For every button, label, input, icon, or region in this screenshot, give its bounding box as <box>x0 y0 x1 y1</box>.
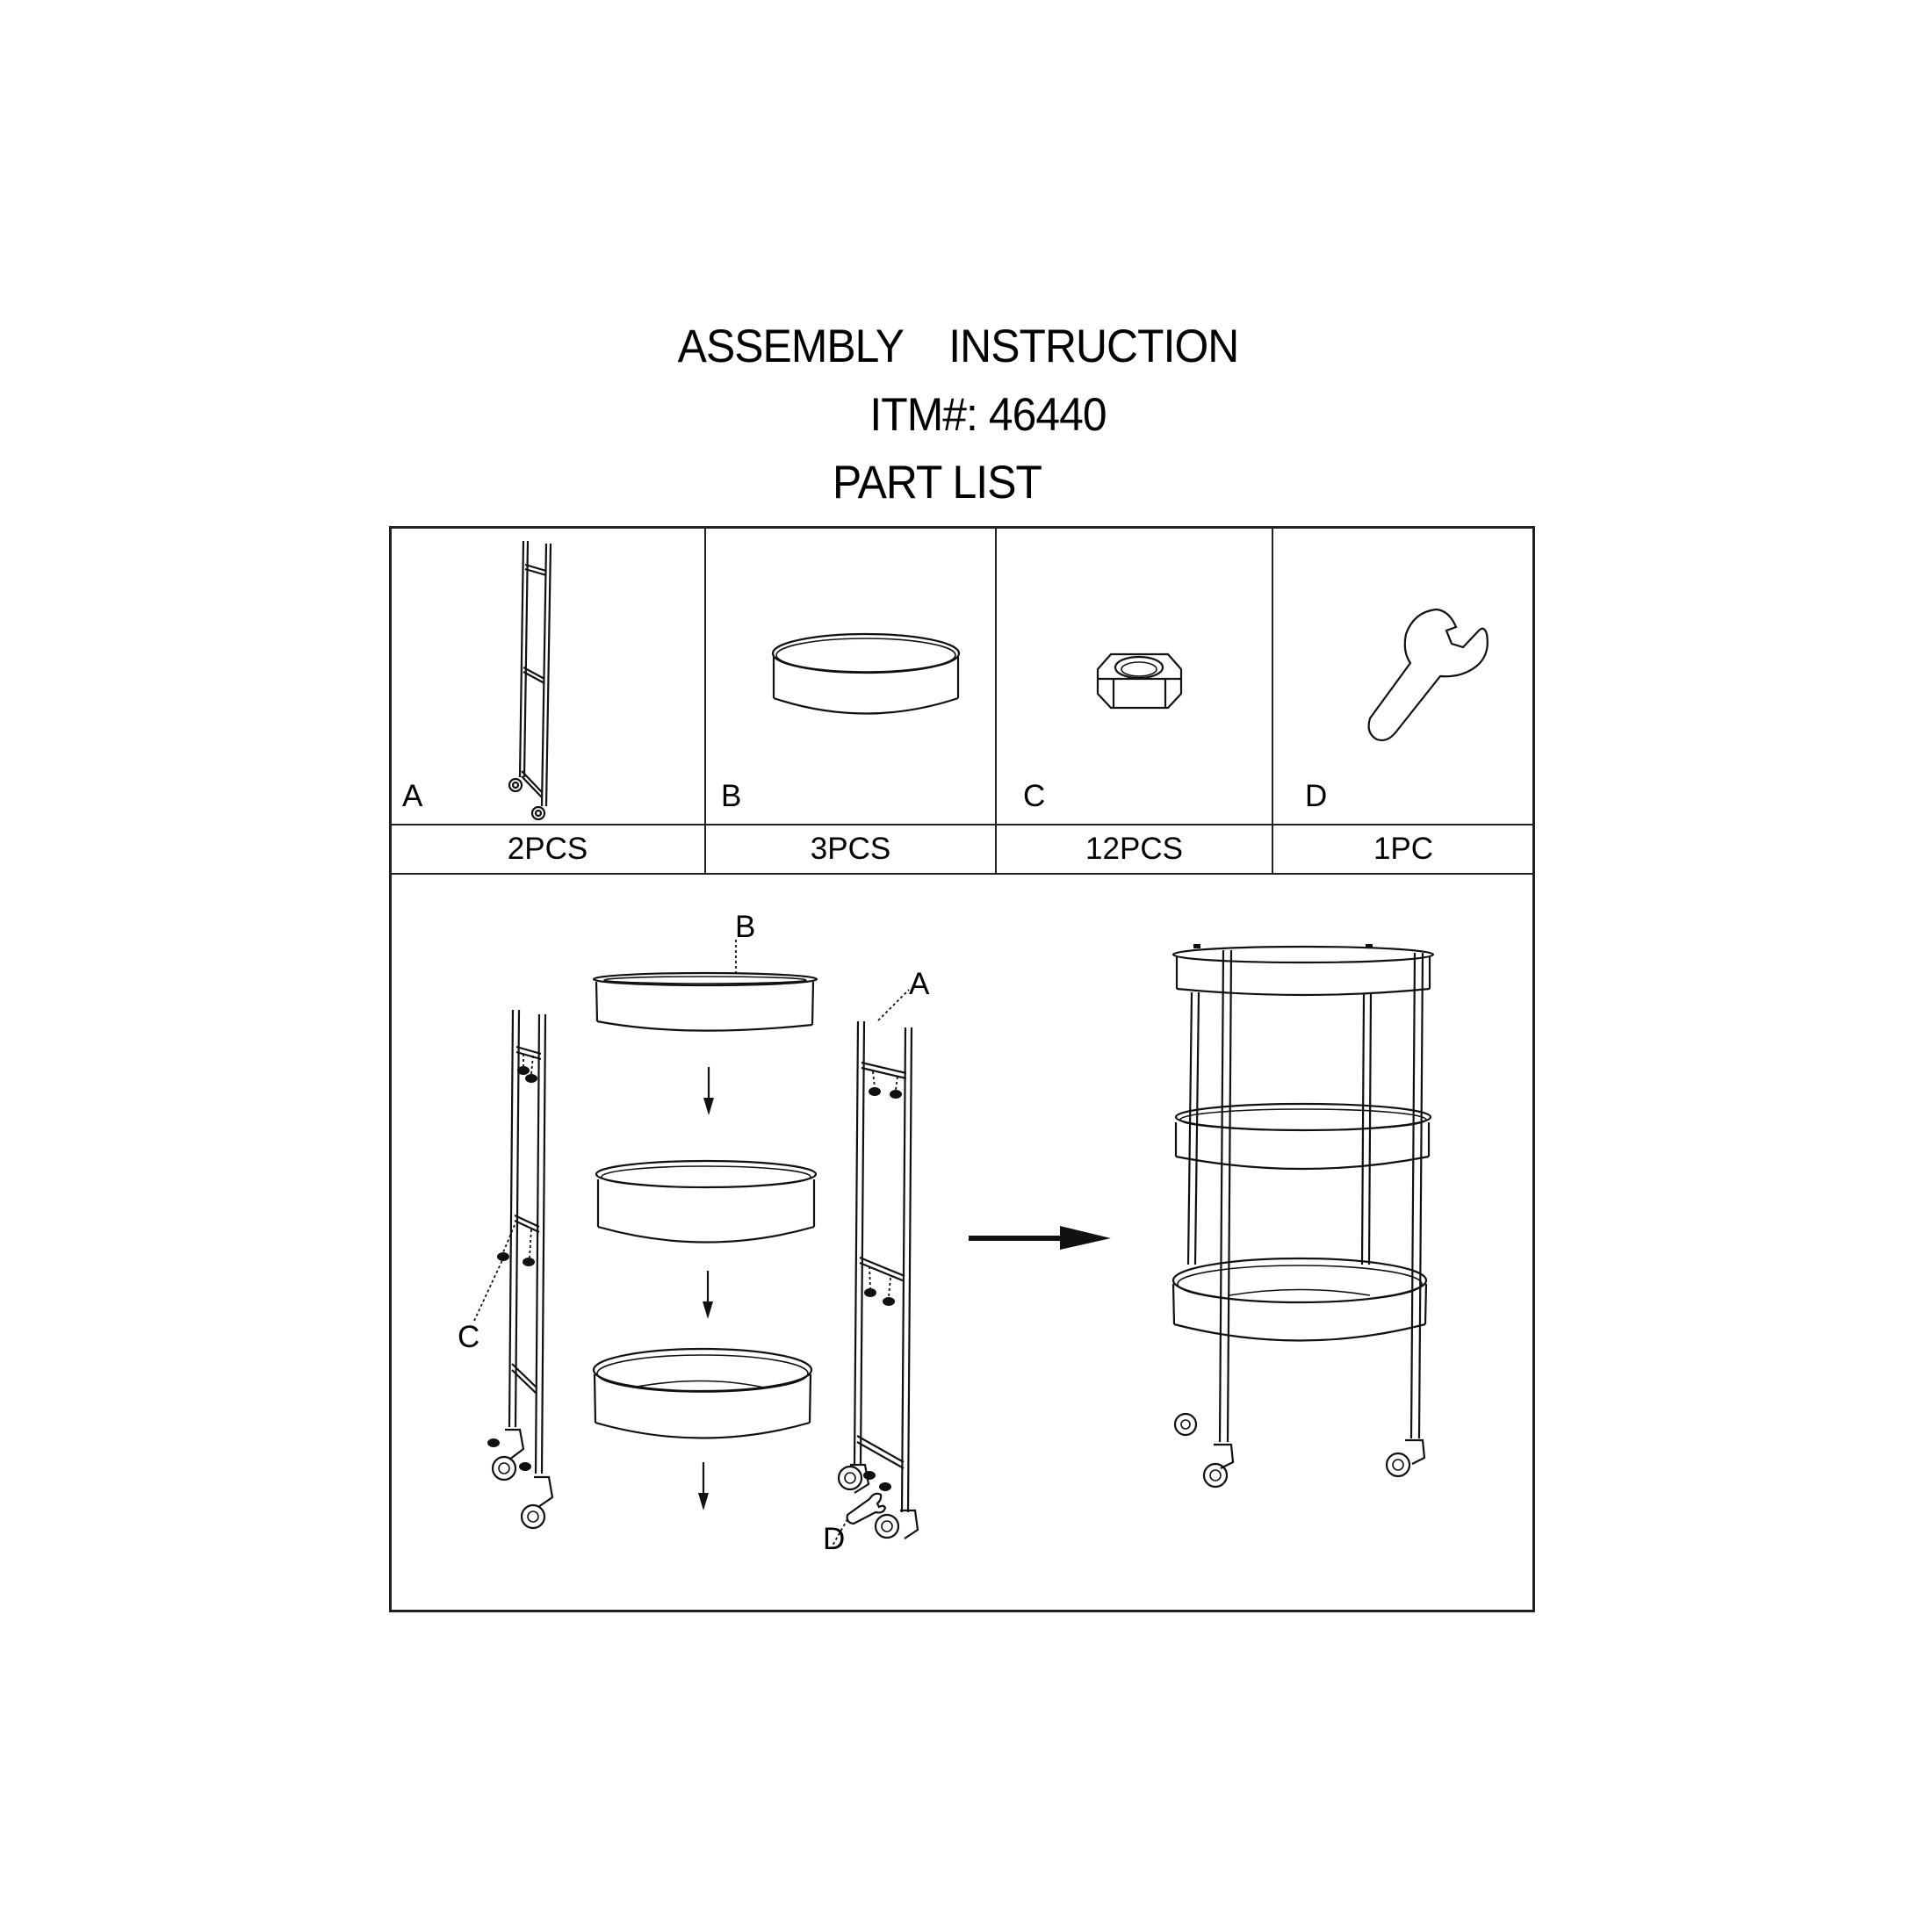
part-quantity-a: 2PCS <box>507 832 588 866</box>
assembled-cart <box>1171 944 1435 1489</box>
callout-c: C <box>458 1320 480 1354</box>
side-frame-icon <box>508 540 552 821</box>
part-label-b: B <box>721 779 742 813</box>
wrench-icon <box>1367 608 1489 742</box>
right-arrow-icon <box>969 1226 1111 1250</box>
column-divider <box>1272 526 1273 874</box>
hex-nut-icon <box>1096 652 1183 710</box>
row-divider <box>389 824 1535 825</box>
document-title: ASSEMBLY INSTRUCTION <box>677 321 1240 372</box>
callout-a: A <box>909 967 930 1001</box>
part-label-c: C <box>1023 779 1046 813</box>
part-quantity-b: 3PCS <box>810 832 891 866</box>
part-quantity-d: 1PC <box>1373 832 1434 866</box>
item-number: ITM#: 46440 <box>869 389 1107 441</box>
part-quantity-c: 12PCS <box>1085 832 1183 866</box>
section-heading: PART LIST <box>833 457 1042 508</box>
tray-icon <box>771 632 961 715</box>
row-divider <box>389 873 1535 875</box>
part-label-d: D <box>1305 779 1328 813</box>
column-divider <box>704 526 706 874</box>
parts-table <box>389 526 1535 1612</box>
callout-b: B <box>735 910 756 944</box>
exploded-trays <box>592 940 818 1510</box>
right-side-frame <box>832 989 919 1546</box>
left-side-frame <box>473 1009 554 1530</box>
part-label-a: A <box>402 779 423 813</box>
column-divider <box>995 526 997 874</box>
